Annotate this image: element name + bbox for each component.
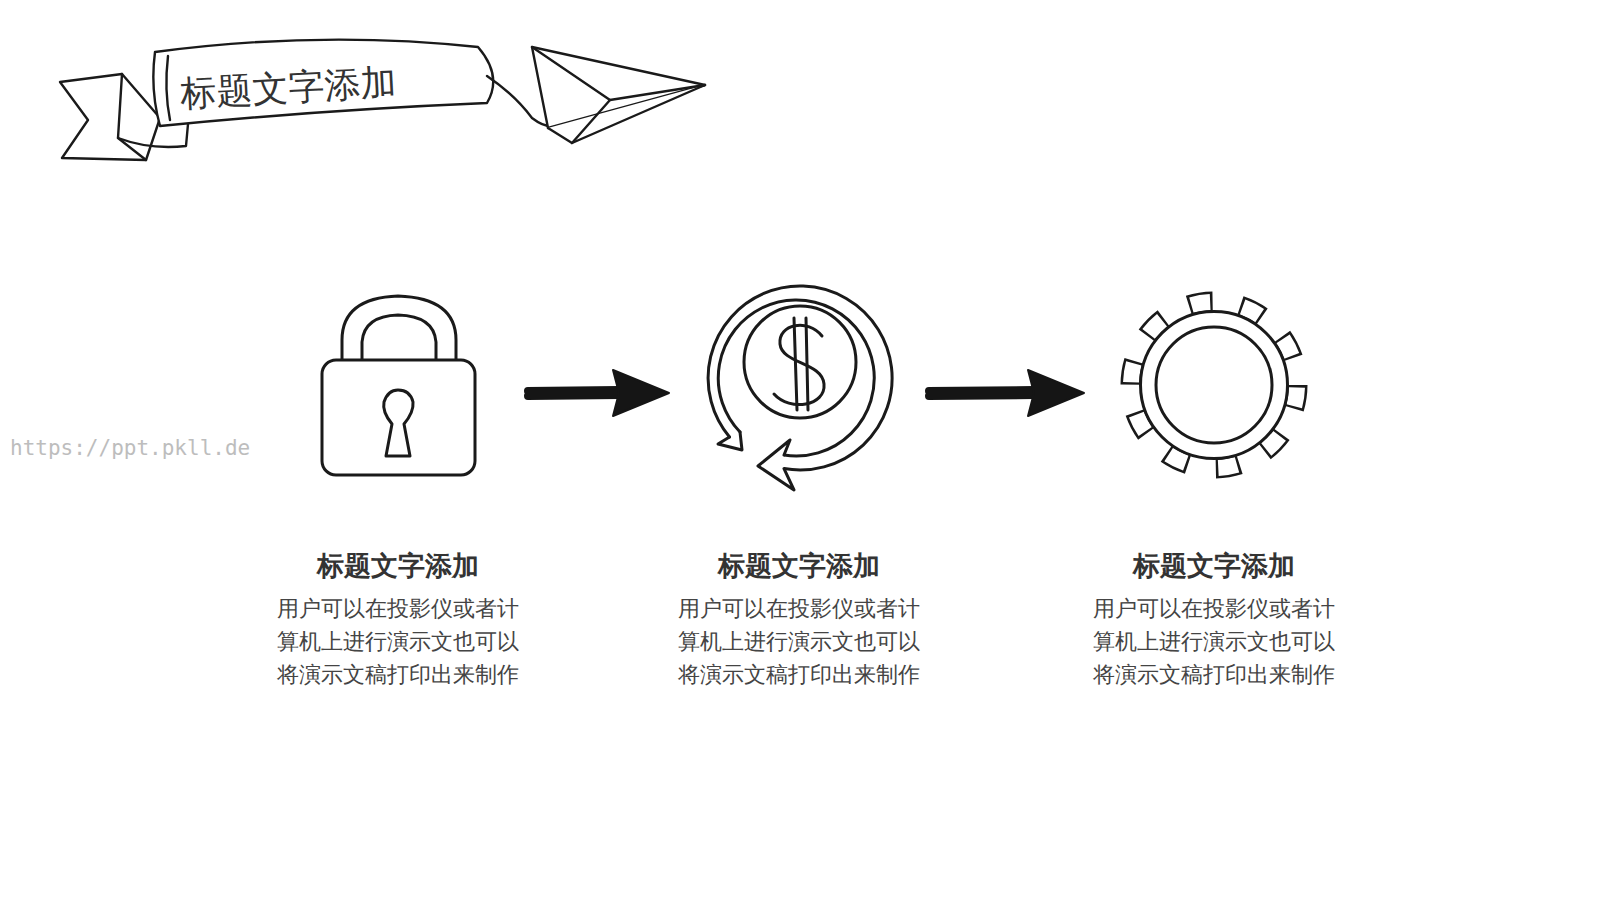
ribbon-banner <box>60 40 555 160</box>
lock-icon <box>322 296 475 475</box>
arrow-shaft <box>929 390 1034 396</box>
step-heading: 标题文字添加 <box>1084 548 1344 584</box>
step-heading: 标题文字添加 <box>669 548 929 584</box>
watermark: https://ppt.pkll.de <box>10 436 250 460</box>
step-group: 标题文字添加用户可以在投影仪或者计 算机上进行演示文也可以 将演示文稿打印出来制… <box>669 290 929 691</box>
arrow-shaft <box>528 390 619 396</box>
step-heading: 标题文字添加 <box>268 548 528 584</box>
flow-arrow <box>528 370 669 416</box>
step-description: 用户可以在投影仪或者计 算机上进行演示文也可以 将演示文稿打印出来制作 <box>1088 592 1340 691</box>
paper-plane <box>532 47 705 143</box>
step-description: 用户可以在投影仪或者计 算机上进行演示文也可以 将演示文稿打印出来制作 <box>272 592 524 691</box>
step-group: 标题文字添加用户可以在投影仪或者计 算机上进行演示文也可以 将演示文稿打印出来制… <box>1084 290 1344 691</box>
gear-icon <box>1131 302 1297 468</box>
money-cycle-icon <box>708 286 892 490</box>
flow-arrow <box>929 370 1084 416</box>
arrow-head <box>613 370 669 416</box>
step-group: 标题文字添加用户可以在投影仪或者计 算机上进行演示文也可以 将演示文稿打印出来制… <box>268 290 528 691</box>
step-description: 用户可以在投影仪或者计 算机上进行演示文也可以 将演示文稿打印出来制作 <box>673 592 925 691</box>
arrow-head <box>1028 370 1084 416</box>
